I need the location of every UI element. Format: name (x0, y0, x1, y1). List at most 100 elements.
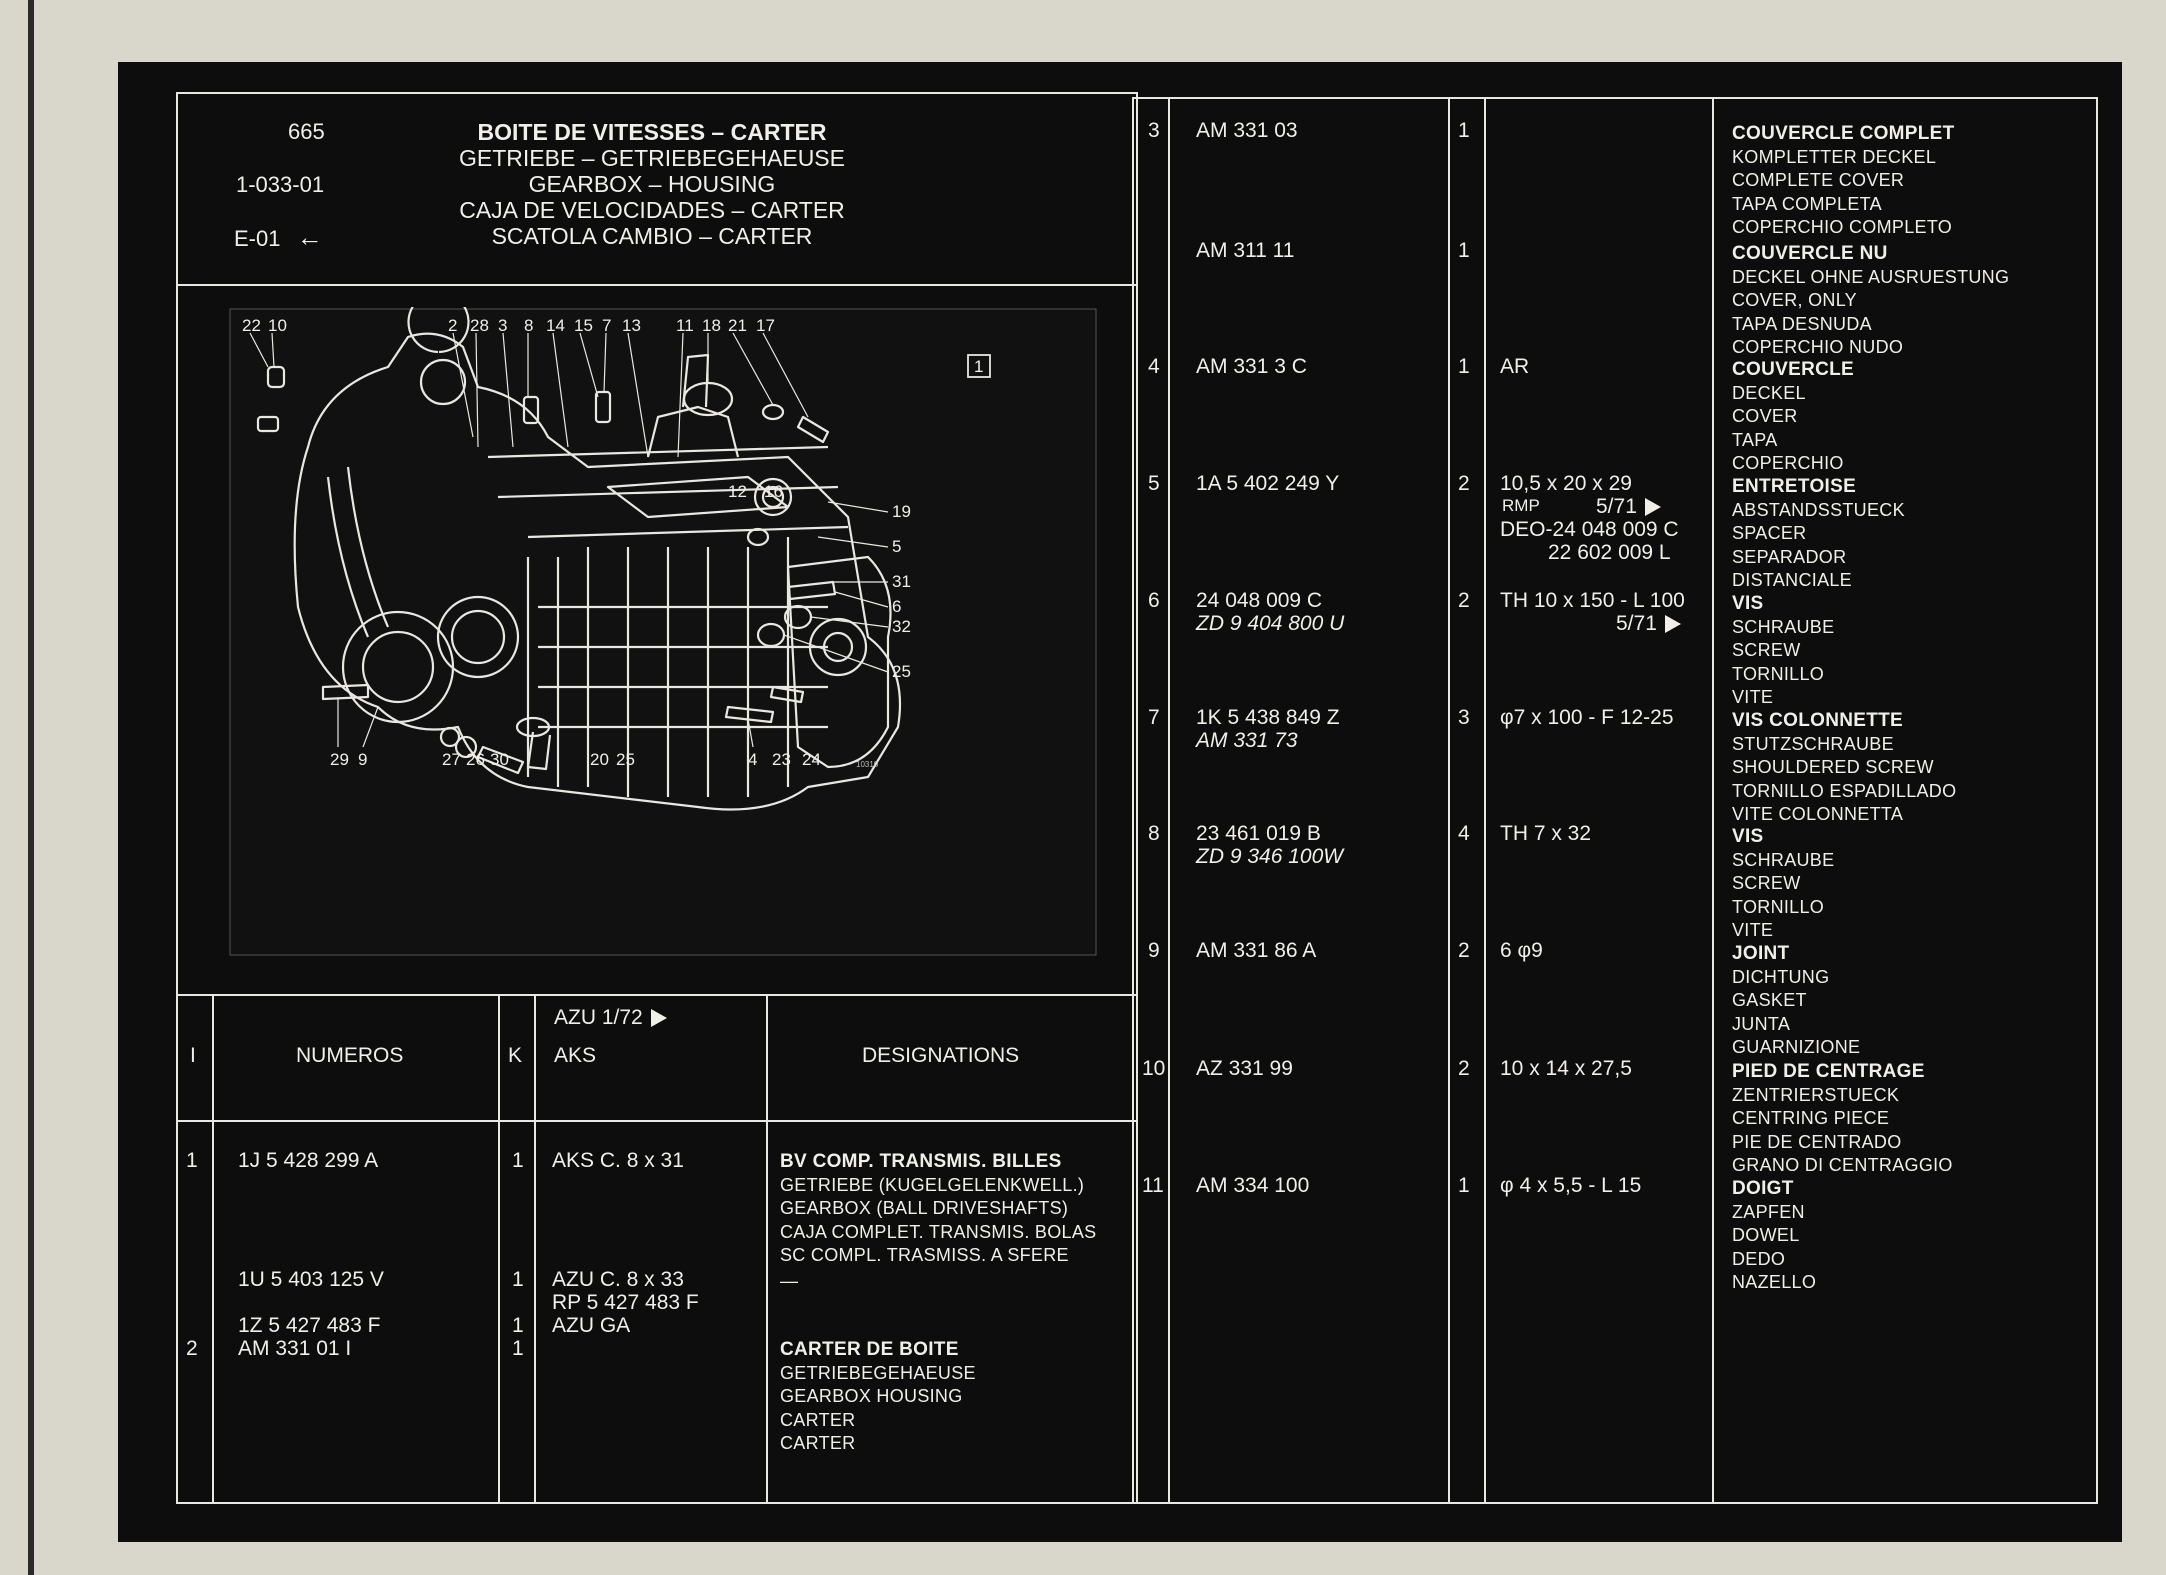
callout: 11 (676, 316, 694, 335)
row-aks: 6 φ9 (1500, 939, 1543, 962)
designation-fr: VIS (1732, 826, 1764, 847)
row-numbers-secondary: ZD 9 404 800 U (1196, 612, 1345, 635)
designation-de: ABSTANDSSTUECK (1732, 499, 1905, 520)
diagram-code-label: 10310 (856, 760, 879, 769)
left-arrow-icon: ← (296, 222, 323, 252)
right-arrow-icon (650, 1009, 667, 1028)
row-index: 7 (1148, 706, 1160, 729)
designation-en: DOWEL (1732, 1225, 1800, 1245)
callout: 8 (524, 316, 533, 335)
row-aks: AZU C. 8 x 33 (552, 1268, 684, 1291)
designation-en: COVER (1732, 406, 1798, 426)
callout: 5 (892, 537, 901, 556)
designation-it: CARTER (780, 1433, 856, 1453)
row-index: 4 (1148, 355, 1160, 378)
row-k: 1 (1458, 355, 1470, 378)
designation-es: TORNILLO ESPADILLADO (1732, 780, 1957, 801)
callout: 21 (728, 316, 747, 335)
nav-code: E-01 ← (234, 222, 323, 253)
row-numbers: 23 461 019 B (1196, 822, 1321, 845)
callout: 12 (728, 482, 747, 501)
designation-it: VITE (1732, 687, 1774, 707)
row-designation: — (780, 1271, 799, 1291)
designation-fr: VIS (1732, 593, 1764, 614)
row-index: 2 (186, 1337, 198, 1360)
row-aks: AKS C. 8 x 31 (552, 1149, 684, 1172)
row-designation: CARTER DE BOITE GETRIEBEGEHAEUSE GEARBOX… (780, 1338, 976, 1456)
designation-it: SC COMPL. TRASMISS. A SFERE (780, 1245, 1069, 1265)
designation-fr: BV COMP. TRANSMIS. BILLES (780, 1151, 1062, 1172)
right-col-line-3 (1484, 97, 1486, 1502)
designation-fr: COUVERCLE NU (1732, 243, 1888, 264)
designation-en: GEARBOX HOUSING (780, 1386, 963, 1406)
row-k: 1 (1458, 239, 1470, 262)
left-col-line-2 (498, 994, 500, 1502)
designation-de: GETRIEBE (KUGELGELENKWELL.) (780, 1174, 1085, 1195)
callout: 14 (546, 316, 565, 335)
callout: 28 (470, 316, 489, 335)
row-index: 10 (1142, 1057, 1166, 1080)
diagram-callouts-bottom: 29 9 27 26 30 20 25 4 23 24 (330, 750, 821, 769)
row-numbers: AM 334 100 (1196, 1174, 1310, 1197)
designation-de: DECKEL OHNE AUSRUESTUNG (1732, 266, 2010, 287)
row-numbers: 1J 5 428 299 A (238, 1149, 379, 1172)
row-aks: φ 4 x 5,5 - L 15 (1500, 1174, 1642, 1197)
left-col-line-3 (534, 994, 536, 1502)
row-numbers: AM 311 11 (1196, 239, 1295, 262)
title-it: SCATOLA CAMBIO – CARTER (491, 223, 813, 249)
designation-en: CENTRING PIECE (1732, 1108, 1890, 1128)
designation-fr: CARTER DE BOITE (780, 1339, 959, 1360)
diagram-box-label: 1 (974, 357, 983, 376)
right-col-line-4 (1712, 97, 1714, 1502)
row-aks-date: 5/71 (1616, 612, 1681, 636)
azu-date-label: AZU 1/72 (554, 1006, 643, 1029)
row-aks-ref: DEO-24 048 009 C (1500, 518, 1679, 541)
diagram-callouts-right: 12 16 19 5 31 6 32 25 (728, 482, 911, 681)
col-head-designations: DESIGNATIONS (862, 1044, 1020, 1067)
designation-es: DEDO (1732, 1248, 1786, 1269)
row-index: 6 (1148, 589, 1160, 612)
nav-code-label: E-01 (234, 226, 281, 251)
designation-it: GUARNIZIONE (1732, 1037, 1861, 1057)
row-k: 2 (1458, 1057, 1470, 1080)
designation-en: GEARBOX (BALL DRIVESHAFTS) (780, 1198, 1069, 1218)
callout: 7 (602, 316, 611, 335)
row-aks-ref2: 22 602 009 L (1548, 541, 1671, 564)
row-numbers: 1K 5 438 849 Z (1196, 706, 1340, 729)
designation-it: VITE (1732, 920, 1774, 940)
right-col-line-2 (1448, 97, 1450, 1502)
designation-en: GASKET (1732, 990, 1807, 1010)
title-fr: BOITE DE VITESSES – CARTER (477, 119, 827, 145)
designation-it: COPERCHIO COMPLETO (1732, 217, 1953, 237)
col-head-k: K (508, 1044, 523, 1067)
diagram-divider (176, 994, 1136, 996)
title-es: CAJA DE VELOCIDADES – CARTER (459, 197, 845, 223)
col-head-index: I (190, 1044, 196, 1067)
callout: 13 (622, 316, 641, 335)
designation-es: TAPA COMPLETA (1732, 193, 1882, 214)
designation-fr: COUVERCLE COMPLET (1732, 123, 1955, 144)
designation-it: GRANO DI CENTRAGGIO (1732, 1155, 1953, 1175)
designation-it: NAZELLO (1732, 1272, 1817, 1292)
row-numbers: AM 331 86 A (1196, 939, 1317, 962)
callout: 30 (490, 750, 509, 769)
row-index: 1 (186, 1149, 198, 1172)
designation-es: TAPA DESNUDA (1732, 313, 1872, 334)
designation-en: SCREW (1732, 640, 1801, 660)
callout: 31 (892, 572, 911, 591)
designation-de: SCHRAUBE (1732, 616, 1835, 637)
page-title: BOITE DE VITESSES – CARTER GETRIEBE – GE… (412, 119, 892, 249)
row-k: 2 (1458, 589, 1470, 612)
right-col-line-1 (1168, 97, 1170, 1502)
row-numbers: AM 331 03 (1196, 119, 1298, 142)
row-k: 1 (512, 1149, 524, 1172)
designation-en: SCREW (1732, 873, 1801, 893)
designation-es: CARTER (780, 1409, 856, 1430)
right-panel-border (1132, 97, 2098, 1504)
right-arrow-icon (1644, 498, 1661, 517)
